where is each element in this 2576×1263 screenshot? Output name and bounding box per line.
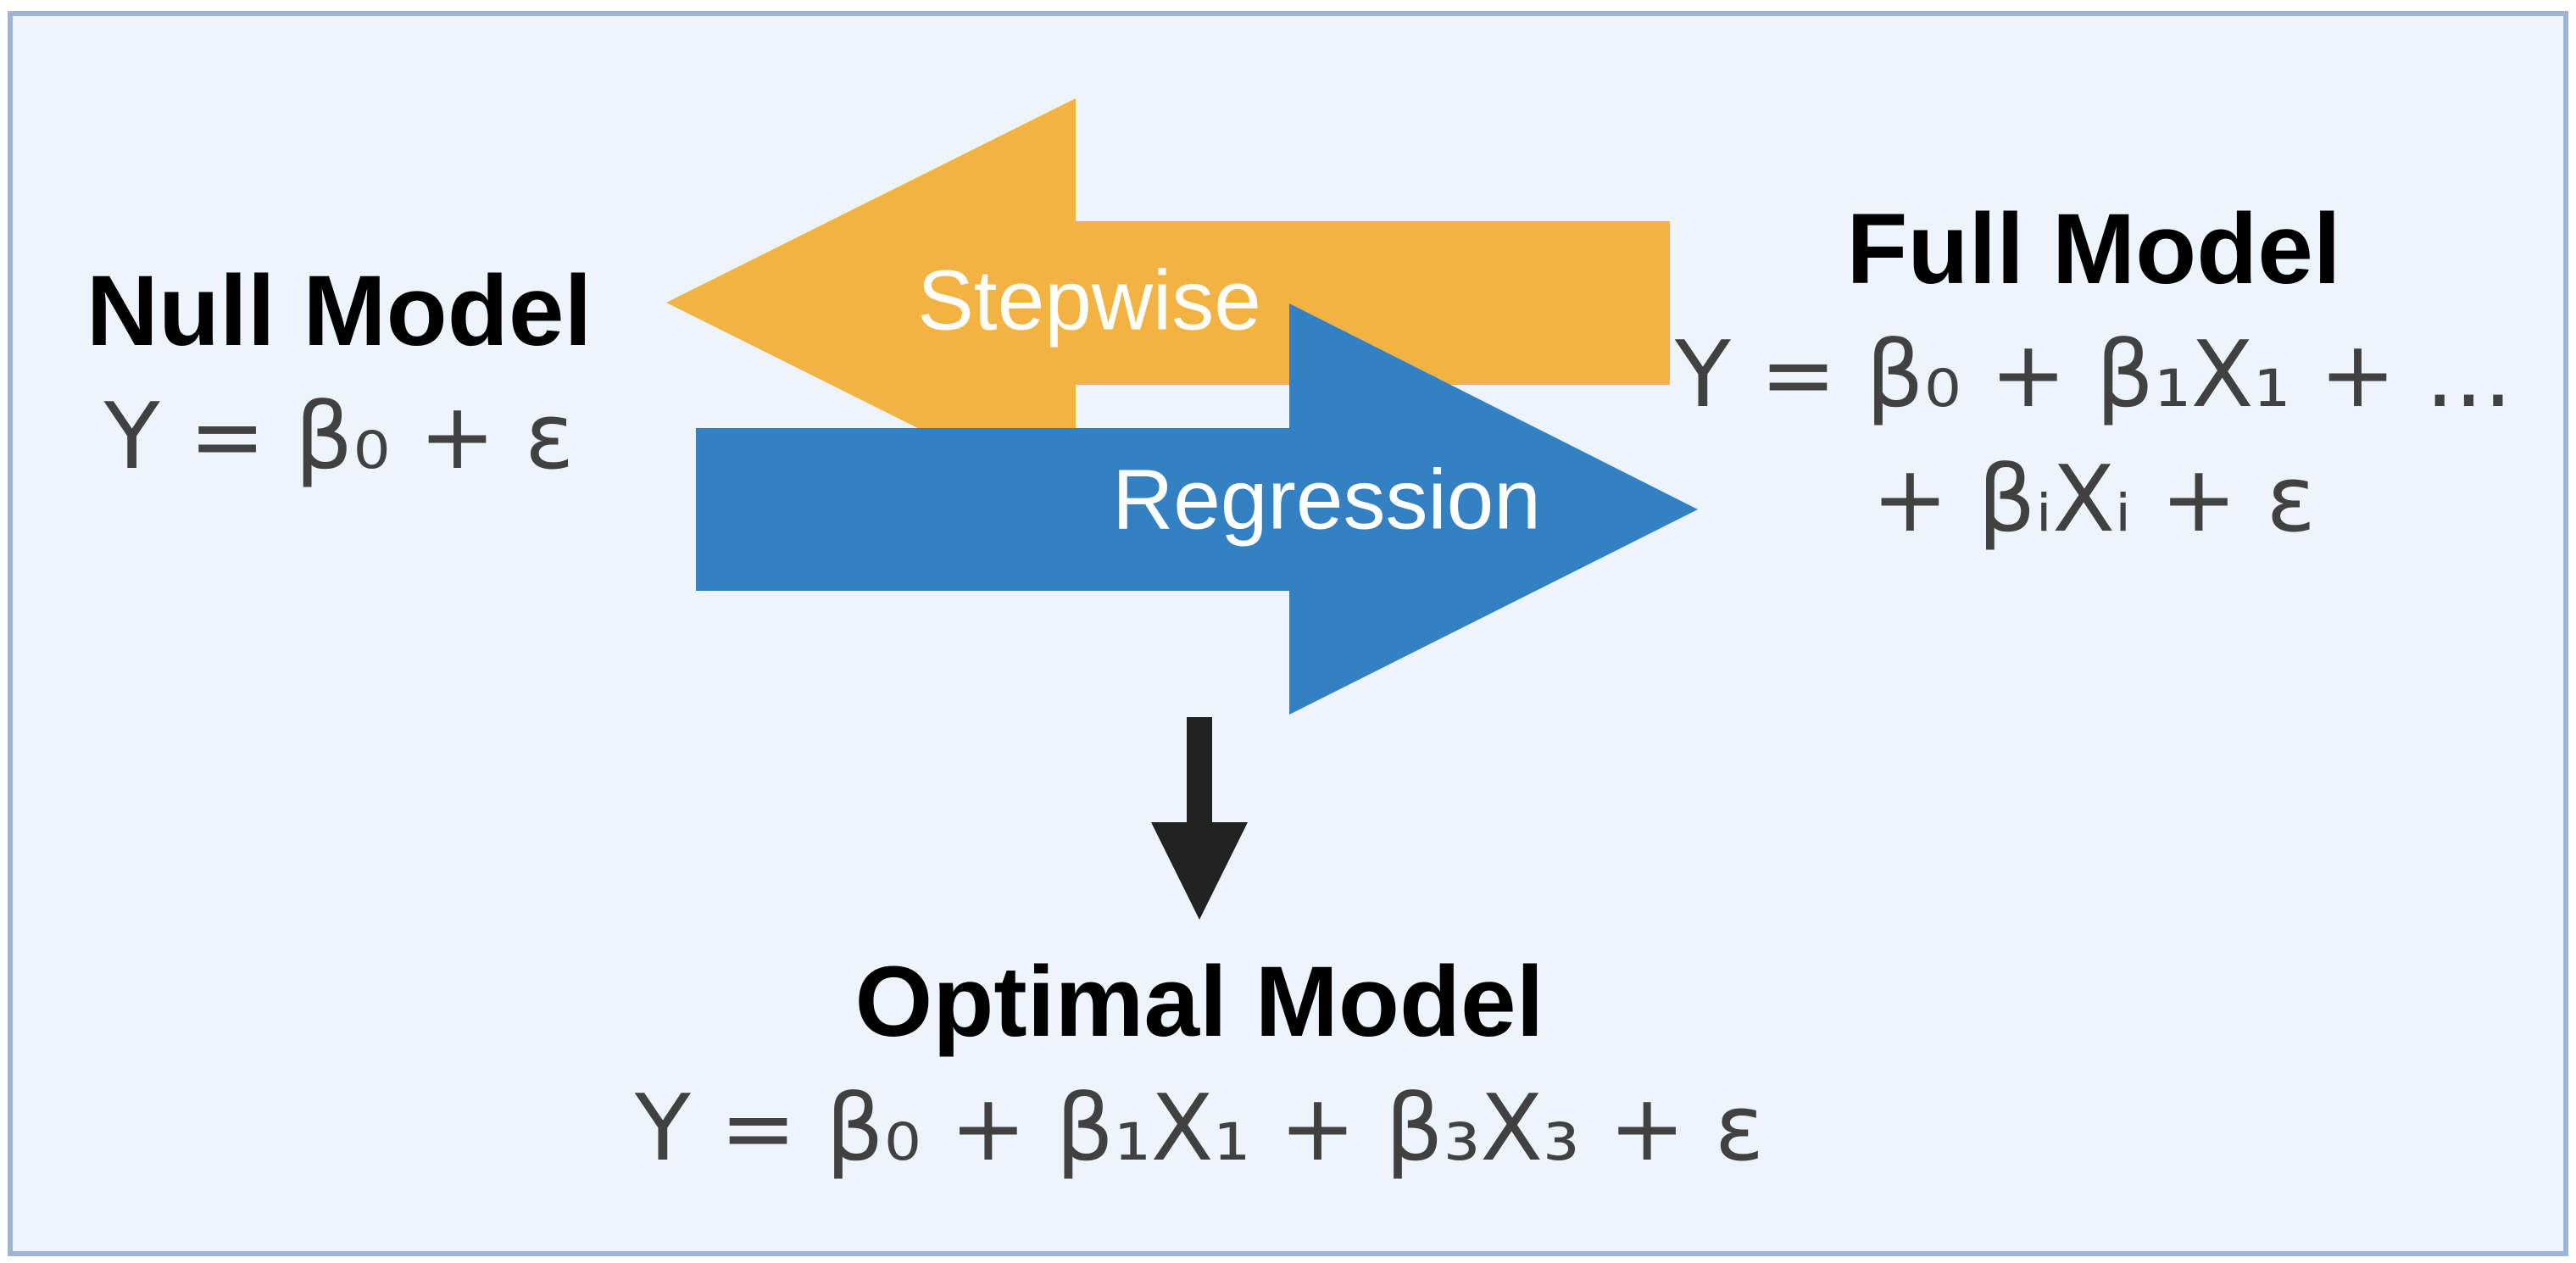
regression-arrow-right-icon	[696, 303, 1698, 715]
stepwise-arrow-left-icon	[666, 98, 1670, 507]
full-model-formula-line1: Y = β₀ + β₁X₁ + ...	[1674, 322, 2512, 428]
regression-label: Regression	[1112, 452, 1541, 547]
down-arrow-icon	[1151, 717, 1248, 920]
stepwise-label: Stepwise	[917, 253, 1261, 348]
null-model-title: Null Model	[86, 255, 593, 367]
optimal-model-title: Optimal Model	[855, 946, 1544, 1058]
optimal-model-formula: Y = β₀ + β₁X₁ + β₃X₃ + ε	[634, 1076, 1764, 1182]
full-model-formula-line2: + βᵢXᵢ + ε	[1872, 447, 2316, 553]
diagram-panel	[8, 11, 2568, 1256]
null-model-formula: Y = β₀ + ε	[103, 384, 575, 490]
full-model-title: Full Model	[1846, 193, 2340, 305]
